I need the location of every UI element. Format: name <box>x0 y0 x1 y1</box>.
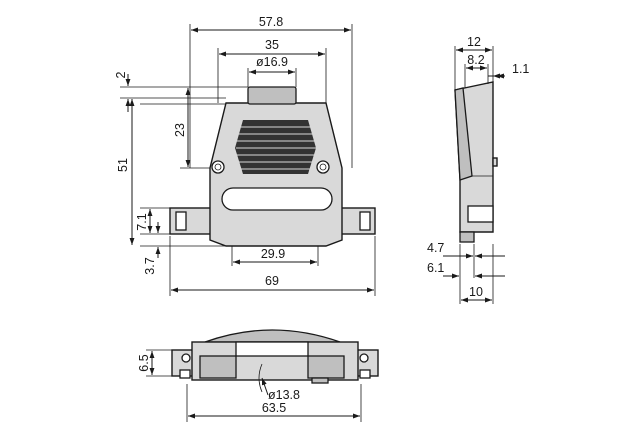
bottom-tab <box>311 377 329 384</box>
dim-bottom-hole: ø13.8 <box>268 388 300 402</box>
dim-top-offset: 2 <box>114 71 128 78</box>
grip-ribs <box>235 120 316 174</box>
bottom-block-right <box>307 355 345 379</box>
dim-side-small: 4.7 <box>427 241 444 255</box>
dim-lower-width: 29.9 <box>261 247 285 261</box>
bottom-hole-right <box>359 353 369 363</box>
dim-bottom-offset: 3.7 <box>143 257 157 274</box>
cable-boss <box>247 86 297 105</box>
dim-bottom-width: 63.5 <box>262 401 286 415</box>
dim-side-depth: 12 <box>467 35 481 49</box>
dim-total-height: 51 <box>116 158 130 172</box>
dim-front-width-inner: 35 <box>265 38 279 52</box>
dim-side-mid: 6.1 <box>427 261 444 275</box>
dim-side-inner: 8.2 <box>467 53 484 67</box>
grip-rib-lines <box>236 126 316 170</box>
bottom-hole-left <box>181 353 191 363</box>
side-tab <box>459 231 475 243</box>
label-slot <box>221 187 333 211</box>
bottom-dome <box>204 329 341 343</box>
bottom-view: 6.5 ø13.8 63.5 <box>137 329 379 422</box>
bottom-cable-opening <box>235 341 309 357</box>
dim-flange-height: 7.1 <box>135 213 149 230</box>
dim-side-base: 10 <box>469 285 483 299</box>
side-shell-slot <box>467 205 494 223</box>
front-view: 57.8 35 ø16.9 2 23 51 7.1 3.7 29.9 69 <box>114 15 376 296</box>
flange-slot-left <box>175 211 187 231</box>
screw-right <box>316 160 330 174</box>
dim-upper-height: 23 <box>173 123 187 137</box>
dim-total-width: 69 <box>265 274 279 288</box>
dim-front-width-outer: 57.8 <box>259 15 283 29</box>
side-nub <box>492 157 498 167</box>
side-view: 12 8.2 1.1 4.7 6.1 10 <box>427 35 529 304</box>
screw-left <box>211 160 225 174</box>
bottom-block-left <box>199 355 237 379</box>
bottom-notch-left <box>179 369 191 379</box>
dim-side-wall: 1.1 <box>512 62 529 76</box>
dim-bottom-height: 6.5 <box>137 354 151 371</box>
dim-cable-diameter: ø16.9 <box>256 55 288 69</box>
flange-slot-right <box>359 211 371 231</box>
bottom-notch-right <box>359 369 371 379</box>
